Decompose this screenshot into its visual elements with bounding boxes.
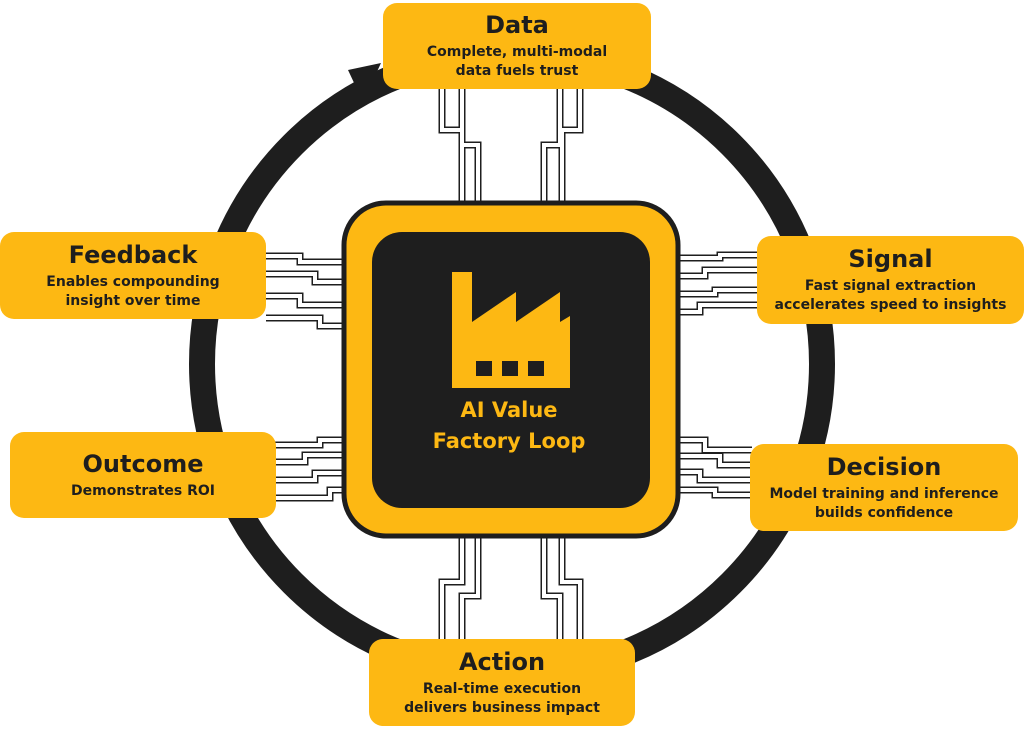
- stage-feedback: Feedback Enables compounding insight ove…: [0, 232, 266, 319]
- stage-signal-desc-line2: accelerates speed to insights: [774, 297, 1007, 313]
- stage-action-desc-line2: delivers business impact: [404, 699, 600, 716]
- factory-icon: [452, 272, 570, 388]
- stage-outcome: Outcome Demonstrates ROI: [10, 432, 276, 518]
- stage-feedback-desc-line2: insight over time: [65, 292, 201, 309]
- stage-signal: Signal Fast signal extraction accelerate…: [757, 236, 1024, 324]
- stage-signal-desc-line1: Fast signal extraction: [804, 278, 977, 294]
- stage-decision-title: Decision: [826, 452, 942, 481]
- circuit-traces: [266, 88, 760, 640]
- stage-data-desc-line1: Complete, multi-modal: [426, 44, 608, 60]
- stage-action-desc-line1: Real-time execution: [422, 680, 582, 697]
- center-title: AI Value Factory Loop: [375, 395, 643, 457]
- stage-data: Data Complete, multi-modal data fuels tr…: [383, 3, 651, 89]
- stage-action-title: Action: [458, 647, 546, 676]
- stage-feedback-desc-line1: Enables compounding: [46, 273, 220, 290]
- stage-data-desc-line2: data fuels trust: [455, 63, 579, 79]
- stage-outcome-title: Outcome: [82, 449, 204, 478]
- stage-action: Action Real-time execution delivers busi…: [369, 639, 635, 726]
- stage-outcome-desc-line1: Demonstrates ROI: [71, 482, 215, 499]
- stage-signal-title: Signal: [848, 245, 933, 273]
- stage-decision-desc-line2: builds confidence: [814, 504, 954, 521]
- stage-decision-desc-line1: Model training and inference: [769, 485, 999, 502]
- center-title-line2: Factory Loop: [432, 429, 586, 453]
- loop-arrow-head-icon: [348, 63, 381, 102]
- stage-decision: Decision Model training and inference bu…: [750, 444, 1018, 531]
- stage-feedback-title: Feedback: [68, 240, 198, 269]
- center-title-line1: AI Value: [460, 398, 558, 422]
- stage-data-title: Data: [485, 11, 549, 39]
